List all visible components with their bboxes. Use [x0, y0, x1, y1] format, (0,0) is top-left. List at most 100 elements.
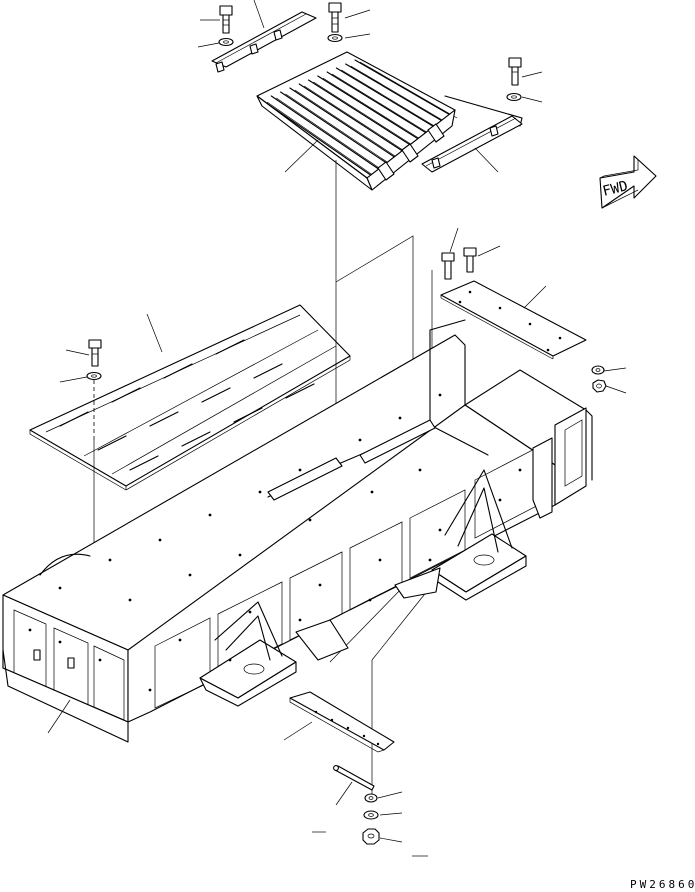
grating-rib [335, 67, 437, 129]
bolt-top-left [219, 5, 233, 34]
grating-rib-edge [341, 69, 442, 131]
pin-rod [333, 765, 375, 791]
under-cover-plate [289, 691, 395, 753]
plate-slot [285, 383, 315, 399]
bolt-mid-right [463, 247, 477, 273]
grating-rib [307, 79, 413, 147]
cover-plate-right [440, 280, 587, 360]
frame-hole [228, 658, 232, 662]
frame-hole [98, 658, 102, 662]
leader-lines-plate-left [146, 313, 163, 353]
frame-hole [208, 513, 212, 517]
bolt-left [88, 339, 102, 367]
under-plate-hole [314, 710, 318, 714]
rail-strip-top [211, 11, 317, 73]
frame-hole [428, 558, 432, 562]
plate-slot [253, 363, 283, 379]
frame-hole [108, 558, 112, 562]
leader-lines-mid-bolts [449, 227, 501, 257]
washer-left [86, 371, 102, 381]
fwd-arrow-icon: FWD [599, 155, 657, 209]
leader-lines-frame [47, 699, 71, 734]
leader-lines-grating [284, 139, 319, 173]
plate-slot [233, 407, 263, 423]
mount-foot-right [431, 469, 527, 601]
under-plate-hole [346, 726, 350, 730]
grating-rib [280, 91, 389, 165]
frame-hole [358, 438, 362, 442]
grating-rib-edge [304, 85, 410, 155]
grating-rib [354, 59, 453, 117]
grating-rib-edge [313, 81, 418, 149]
frame-hole [368, 598, 372, 602]
grating-rib [270, 95, 381, 171]
washer-bottom [364, 793, 378, 803]
washer-right [591, 365, 605, 375]
cover-plate-left [29, 304, 351, 491]
rail-strip-right [421, 95, 523, 173]
bolt-top-mid [328, 2, 342, 33]
grating-rib-edge [322, 77, 426, 143]
grating-rib-edge [266, 101, 378, 179]
frame-hole [438, 528, 442, 532]
leader-lines-plate-right [523, 285, 547, 309]
frame-hole [188, 573, 192, 577]
plate-slot [215, 339, 245, 355]
grating-rib [289, 87, 397, 159]
frame-hole [438, 393, 442, 397]
frame-hole [258, 490, 262, 494]
grating-rib [326, 71, 429, 135]
plate-hole [528, 322, 532, 326]
bolt-top-right [508, 57, 522, 86]
under-plate-hole [330, 718, 334, 722]
frame-hole [518, 468, 522, 472]
plate-slot [163, 363, 193, 379]
frame-hole [498, 498, 502, 502]
grating-rib [345, 63, 445, 123]
frame-hole [318, 583, 322, 587]
under-plate-hole [362, 734, 366, 738]
drawing-code: PW26860 [630, 878, 695, 891]
grating-rib-edge [359, 61, 458, 119]
grating-rib-edge [350, 65, 450, 125]
grating-rib-edge [285, 93, 394, 167]
frame-hole [128, 598, 132, 602]
grating-rib-edge [294, 89, 402, 161]
under-plate-hole [376, 742, 380, 746]
leader-lines-pin [335, 781, 353, 806]
leader-lines-left-bolt [59, 349, 90, 383]
frame-hole [418, 468, 422, 472]
washer-top-right [506, 92, 522, 102]
main-frame-body [2, 319, 593, 743]
nut-bottom [362, 828, 380, 845]
frame-hole [308, 518, 312, 522]
grating-rib [298, 83, 405, 153]
frame-hole [148, 688, 152, 692]
plate-slot [129, 455, 159, 471]
frame-hole [58, 586, 62, 590]
plate-hole [468, 290, 472, 294]
plate-hole [498, 306, 502, 310]
grating-rib-edge [276, 97, 386, 173]
ribbed-grating-panel [256, 51, 458, 191]
plate-slot [181, 431, 211, 447]
plate-slot [111, 387, 141, 403]
frame-hole [378, 558, 382, 562]
frame-hole [238, 553, 242, 557]
leader-lines-right-hardware [603, 367, 627, 394]
grating-rib [317, 75, 421, 141]
frame-hole [298, 468, 302, 472]
plate-slot [59, 411, 89, 427]
leader-lines-top [197, 0, 543, 103]
plate-hole [546, 348, 550, 352]
plate-slot [97, 435, 127, 451]
plate-hole [558, 336, 562, 340]
bolt-mid-left [441, 252, 455, 280]
frame-hole [58, 640, 62, 644]
plate-slot [149, 411, 179, 427]
fwd-label: FWD [601, 178, 629, 200]
washer-top-mid [327, 33, 343, 43]
leader-lines-under-plate [283, 721, 313, 741]
grating-rib [261, 99, 373, 177]
